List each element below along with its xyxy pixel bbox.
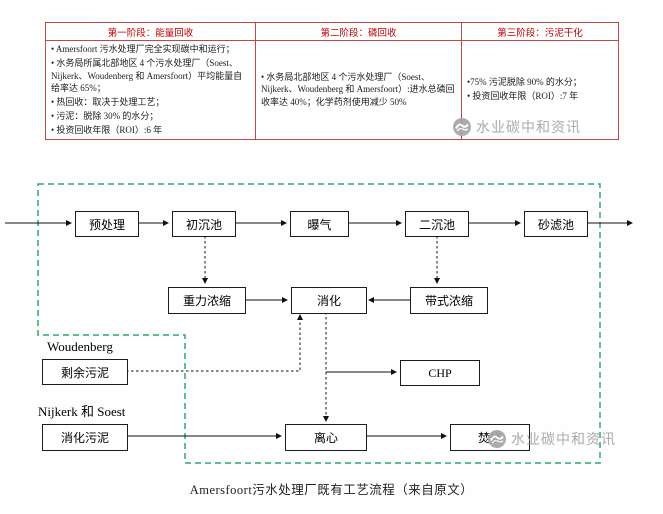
box-sand-filter: 砂滤池 bbox=[524, 211, 588, 237]
watermark-logo-icon bbox=[488, 430, 506, 448]
bullet-item: • 热回收：取决于处理工艺； bbox=[51, 97, 165, 108]
box-pretreatment: 预处理 bbox=[75, 211, 139, 237]
bullet-item: •75% 污泥脱除 90% 的水分； bbox=[467, 77, 582, 88]
phase2-header: 第二阶段：磷回收 bbox=[255, 22, 462, 41]
watermark: 水业碳中和资讯 bbox=[487, 429, 616, 449]
box-gravity-thickening: 重力浓缩 bbox=[168, 287, 246, 314]
phase3-cell: •75% 污泥脱除 90% 的水分； • 投资回收年限（ROI）:7 年 bbox=[461, 39, 619, 141]
phase-table: 第一阶段：能量回收 第二阶段：磷回收 第三阶段：污泥干化 • Amersfoor… bbox=[45, 22, 619, 141]
box-belt-thickening: 带式浓缩 bbox=[410, 287, 488, 314]
box-incineration: 焚烧 bbox=[450, 424, 530, 451]
bullet-item: • 污泥：脱除 30% 的水分； bbox=[51, 110, 159, 121]
box-aeration: 曝气 bbox=[290, 211, 349, 237]
watermark-text: 水业碳中和资讯 bbox=[476, 119, 581, 135]
figure-caption: Amersfoort污水处理厂既有工艺流程（来自原文） bbox=[189, 483, 474, 497]
label-woudenberg: Woudenberg bbox=[47, 339, 113, 354]
box-excess-sludge: 剩余污泥 bbox=[42, 359, 128, 385]
arrow-excess-sludge bbox=[126, 314, 303, 372]
box-digested-sludge: 消化污泥 bbox=[42, 424, 128, 451]
bullet-item: • 水务局北部地区 4 个污水处理厂（Soest、Nijkerk、Woudenb… bbox=[261, 71, 455, 108]
watermark-text: 水业碳中和资讯 bbox=[511, 431, 616, 447]
phase3-header: 第三阶段：污泥干化 bbox=[461, 22, 619, 41]
bullet-item: • 水务局所属北部地区 4 个污水处理厂（Soest、Nijkerk、Woude… bbox=[51, 57, 243, 94]
watermark-logo-icon bbox=[453, 118, 471, 136]
phase1-cell: • Amersfoort 污水处理厂完全实现碳中和运行； • 水务局所属北部地区… bbox=[45, 39, 256, 141]
box-secondary-clarifier: 二沉池 bbox=[405, 211, 469, 237]
phase1-header: 第一阶段：能量回收 bbox=[45, 22, 256, 41]
box-chp: CHP bbox=[400, 360, 480, 386]
box-primary-clarifier: 初沉池 bbox=[172, 211, 236, 237]
box-centrifuge: 离心 bbox=[285, 424, 367, 451]
bullet-item: • 投资回收年限（ROI）:6 年 bbox=[51, 124, 163, 135]
phase2-cell: • 水务局北部地区 4 个污水处理厂（Soest、Nijkerk、Woudenb… bbox=[255, 39, 462, 141]
box-digestion: 消化 bbox=[291, 287, 367, 314]
bullet-item: • 投资回收年限（ROI）:7 年 bbox=[467, 91, 579, 102]
watermark: 水业碳中和资讯 bbox=[452, 117, 581, 137]
label-nijkerk-soest: Nijkerk 和 Soest bbox=[38, 404, 126, 419]
bullet-item: • Amersfoort 污水处理厂完全实现碳中和运行； bbox=[51, 44, 235, 54]
